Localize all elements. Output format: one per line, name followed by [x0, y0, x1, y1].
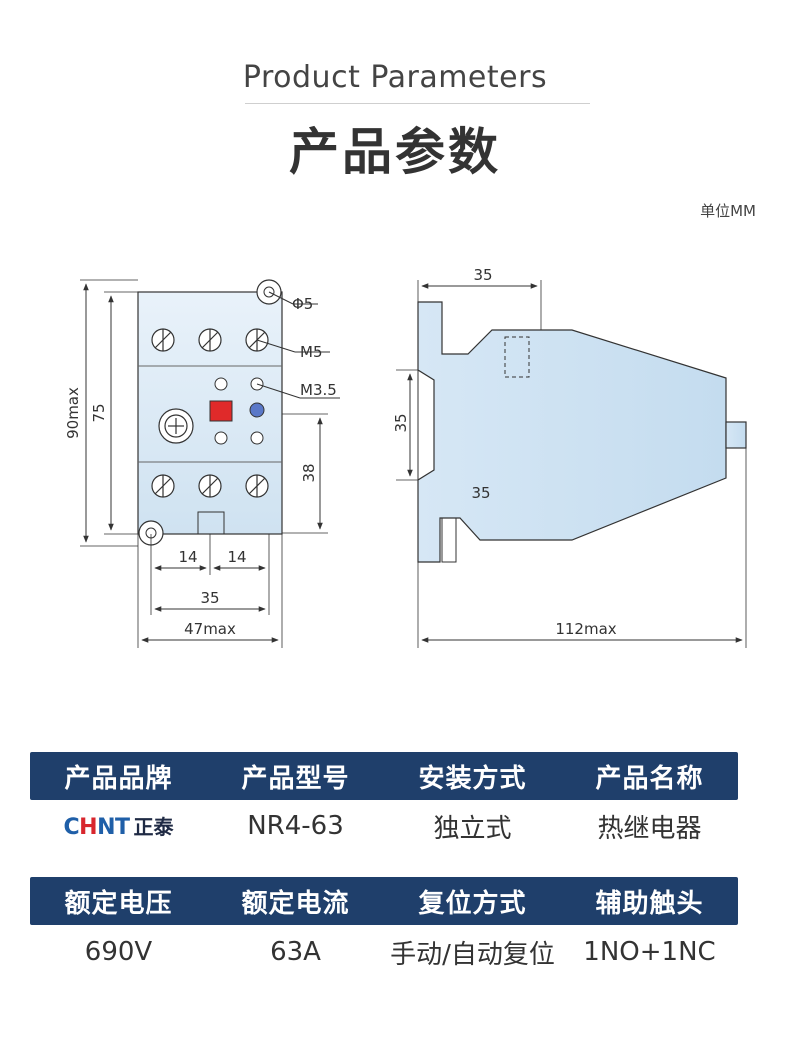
- front-view: Φ5 M5 M3.5 90max 75 38 14 14 35 47max: [64, 279, 340, 648]
- dim-14-left: 14: [178, 548, 197, 566]
- value-reset: 手动/自动复位: [390, 939, 555, 970]
- value-aux: 1NO+1NC: [583, 937, 716, 967]
- test-button: [249, 402, 265, 418]
- value-current: 63A: [270, 937, 321, 967]
- title-divider: [245, 103, 590, 104]
- dim-90max: 90max: [64, 387, 82, 439]
- bottom-terminals: [151, 474, 269, 498]
- value-install: 独立式: [433, 813, 512, 844]
- dim-phi5: Φ5: [292, 295, 313, 313]
- header-install: 安装方式: [418, 763, 527, 794]
- top-terminals: [151, 328, 269, 352]
- brand-cn: 正泰: [133, 815, 174, 839]
- header-voltage: 额定电压: [64, 888, 173, 919]
- dim-35-top: 35: [473, 266, 492, 284]
- dim-47max: 47max: [184, 620, 236, 638]
- header-brand: 产品品牌: [64, 763, 173, 794]
- dim-m5: M5: [300, 343, 323, 361]
- chint-logo: CHNT: [63, 815, 131, 840]
- dim-35-front: 35: [200, 589, 219, 607]
- side-knob: [725, 421, 747, 449]
- table-value-row-2: 690V 63A 手动/自动复位 1NO+1NC: [30, 928, 738, 976]
- reset-button: [209, 400, 233, 422]
- value-brand: CHNT 正泰: [30, 811, 207, 841]
- side-view: 35 35 35 112max: [392, 266, 747, 648]
- table-header-row-2: 额定电压 额定电流 复位方式 辅助触头: [30, 877, 738, 925]
- side-body: [417, 301, 727, 563]
- value-voltage: 690V: [84, 937, 153, 967]
- dim-35-left: 35: [392, 413, 410, 432]
- unit-label: 单位MM: [700, 202, 756, 220]
- header-aux: 辅助触头: [595, 888, 704, 919]
- table-header-row-1: 产品品牌 产品型号 安装方式 产品名称: [30, 752, 738, 800]
- current-adjust-dial: [158, 408, 194, 444]
- dim-m35: M3.5: [300, 381, 337, 399]
- hidden-screw: [504, 336, 530, 378]
- dim-35-mid: 35: [471, 484, 490, 502]
- header-name: 产品名称: [595, 763, 704, 794]
- header-current: 额定电流: [241, 888, 350, 919]
- dim-38: 38: [300, 463, 318, 482]
- header-reset: 复位方式: [418, 888, 527, 919]
- value-name: 热继电器: [597, 813, 702, 844]
- dim-112max: 112max: [555, 620, 616, 638]
- table-value-row-1: CHNT 正泰 NR4-63 独立式 热继电器: [30, 802, 738, 850]
- brand-logo: CHNT 正泰: [64, 811, 174, 840]
- technical-drawing: Φ5 M5 M3.5 90max 75 38 14 14 35 47max 35…: [64, 266, 747, 648]
- value-model: NR4-63: [247, 811, 344, 841]
- dim-75: 75: [90, 403, 108, 422]
- dim-14-right: 14: [227, 548, 246, 566]
- header-model: 产品型号: [241, 763, 350, 794]
- title-chinese: 产品参数: [289, 123, 501, 181]
- title-english: Product Parameters: [242, 60, 548, 95]
